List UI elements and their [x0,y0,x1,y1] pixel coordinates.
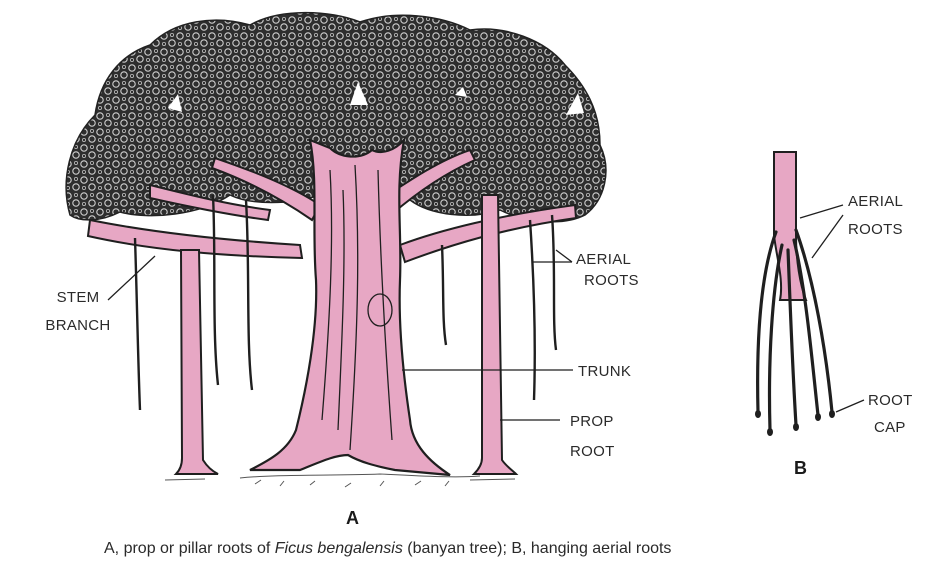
caption-species: Ficus bengalensis [275,540,403,557]
figure-caption: A, prop or pillar roots of Ficus bengale… [104,540,933,558]
label-branch: BRANCH [45,317,110,334]
label-roots-a: ROOTS [584,272,639,289]
label-trunk: TRUNK [578,363,631,380]
caption-part-1: A, prop or pillar roots of [104,540,275,557]
panel-b-letter: B [794,458,807,478]
label-roots-b: ROOTS [848,221,903,238]
ground [165,474,515,487]
caption-part-2: (banyan tree); B, hanging aerial roots [403,540,672,557]
label-aerial-a: AERIAL [576,251,631,268]
panel-b-aerial-root: AERIAL ROOTS ROOT CAP B [755,152,913,478]
label-root: ROOT [570,443,615,460]
label-aerial-b: AERIAL [848,193,903,210]
panel-a-banyan-tree: STEM BRANCH AERIAL ROOTS TRUNK PROP ROOT… [45,13,638,528]
label-prop: PROP [570,413,614,430]
label-stem: STEM [57,289,100,306]
label-root-b: ROOT [868,392,913,409]
label-cap: CAP [874,419,906,436]
panel-a-letter: A [346,508,359,528]
